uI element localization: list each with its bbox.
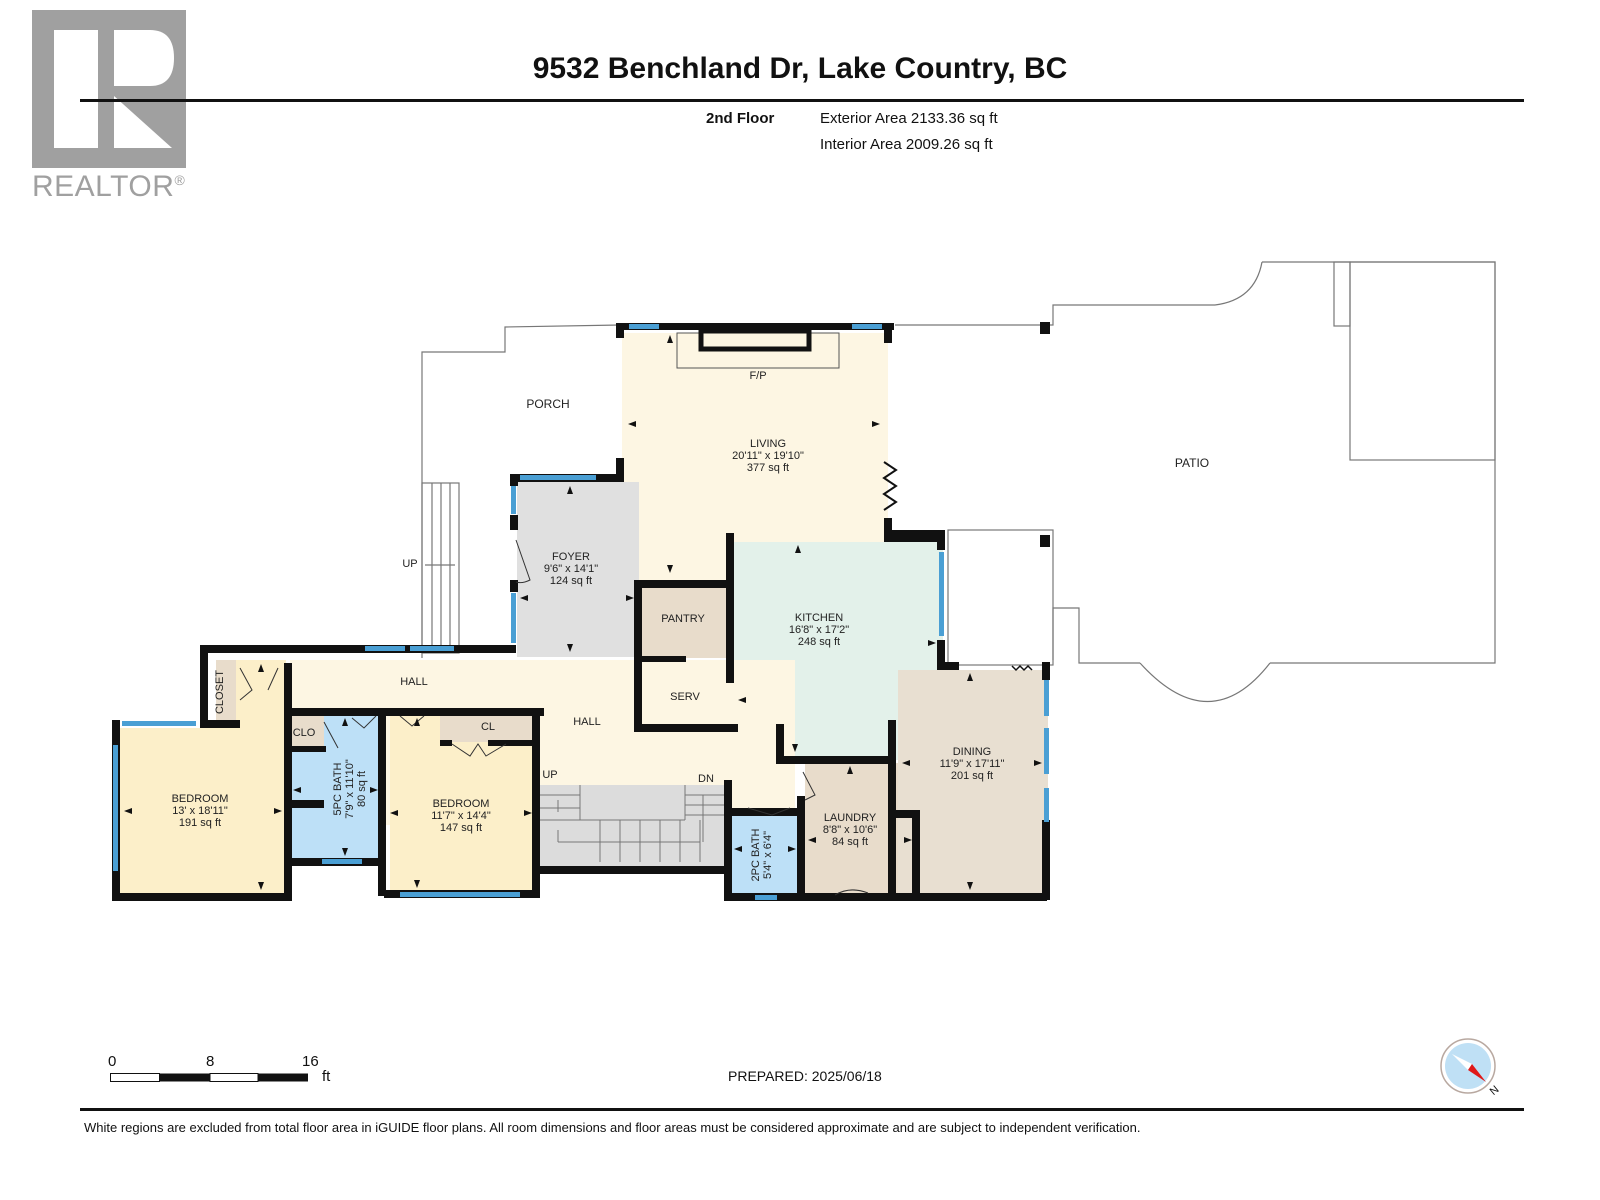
room-area: 377 sq ft [746,462,790,474]
room-area: 84 sq ft [831,836,869,848]
room-laundry: LAUNDRY 8'8" x 10'6" 84 sq ft [823,812,877,848]
stairs-up-porch: UP [402,558,418,570]
scale-unit: ft [322,1068,331,1085]
prepared-date: PREPARED: 2025/06/18 [728,1068,882,1084]
bedroom1-fill [116,728,284,896]
registered-mark: ® [174,172,186,188]
room-name: PATIO [1174,456,1210,470]
room-dims: 9'6" x 14'1" [543,563,599,575]
room-area: 248 sq ft [797,636,841,648]
header-divider [80,99,1524,102]
realtor-r-icon [32,10,186,168]
room-name: SERV [670,691,700,703]
room-fireplace: F/P [749,370,766,382]
closet-fill [216,660,236,726]
room-living: LIVING 20'11" x 19'10" 377 sq ft [732,438,804,474]
room-name: BEDROOM [171,793,229,805]
clo-fill [288,716,324,750]
door-swings [239,539,869,896]
title-text: 9532 Benchland Dr, Lake Country, BC [532,52,1068,85]
room-area: 124 sq ft [549,575,593,587]
room-closet: CLOSET [214,670,226,714]
room-dims: 11'7" x 14'4" [431,810,491,822]
room-bedroom-1: BEDROOM 13' x 18'11" 191 sq ft [172,793,229,829]
room-kitchen: KITCHEN 16'8" x 17'2" 248 sq ft [789,612,849,648]
room-bedroom-2: BEDROOM 11'7" x 14'4" 147 sq ft [431,798,491,834]
hall-stairs [540,785,725,862]
dining-fill [898,670,1048,897]
realtor-text: REALTOR [32,170,175,203]
room-name: F/P [749,370,767,382]
realtor-logo: REALTOR® [32,10,188,204]
room-name: HALL [400,676,428,688]
bedroom2-fill [390,716,538,898]
scale-bar [110,1073,308,1082]
room-name: CLOSET [214,669,226,715]
room-name: BEDROOM [432,798,490,810]
room-name: 2PC BATH [750,828,762,882]
room-area: 80 sq ft [356,770,368,808]
room-pantry: PANTRY [661,613,705,625]
room-dims: 5'4" x 6'4" [762,830,774,880]
cl-fill [440,716,536,742]
room-cl: CL [481,721,495,733]
room-dims: 7'9" x 11'10" [344,759,356,819]
room-name: KITCHEN [794,612,844,624]
exterior-area: Exterior Area 2133.36 sq ft [820,110,998,127]
room-dining: DINING 11'9" x 17'11" 201 sq ft [940,746,1005,782]
compass-north-label: N [1488,1084,1502,1096]
compass-icon: N [1440,1038,1502,1096]
room-dims: 8'8" x 10'6" [822,824,878,836]
room-name: CL [480,721,496,733]
room-name: PANTRY [661,613,705,625]
room-name: CLO [292,727,316,739]
stairs-up-hall: UP [542,769,558,781]
room-name: LIVING [749,438,787,450]
scale-label-0: 0 [108,1053,117,1070]
room-patio: PATIO [1175,457,1209,469]
room-name: FOYER [552,551,590,563]
sliding-door-living [882,461,898,511]
bath2-fill [732,815,802,897]
room-dims: 13' x 18'11" [172,805,228,817]
room-dims: 11'9" x 17'11" [939,758,1005,770]
sliding-door-dining [1011,664,1033,672]
stairs-down-hall: DN [698,773,714,785]
room-area: 191 sq ft [178,817,222,829]
room-porch: PORCH [526,398,569,410]
room-name: PORCH [526,397,570,411]
room-name: HALL [573,716,601,728]
room-hall-2: HALL [573,716,601,728]
room-hall-1: HALL [400,676,428,688]
room-dims: 20'11" x 19'10" [732,450,804,462]
windows [113,324,1049,900]
room-foyer: FOYER 9'6" x 14'1" 124 sq ft [544,551,598,587]
realtor-wordmark: REALTOR® [32,170,185,204]
disclaimer: White regions are excluded from total fl… [84,1120,1141,1135]
room-clo: CLO [293,727,316,739]
room-serv: SERV [670,691,700,703]
room-name: DINING [952,746,992,758]
interior-area: Interior Area 2009.26 sq ft [820,136,993,153]
room-area: 201 sq ft [950,770,994,782]
room-5pc-bath: 5PC BATH 7'9" x 11'10" 80 sq ft [332,759,368,819]
scale-label-16: 16 [302,1053,319,1070]
living-fill [622,333,888,583]
page-title: 9532 Benchland Dr, Lake Country, BC [0,52,1600,86]
pantry-fill [642,588,730,658]
fireplace-box [698,328,812,352]
footer-divider [80,1108,1524,1111]
room-area: 147 sq ft [439,822,483,834]
floor-label: 2nd Floor [706,110,775,127]
room-name: LAUNDRY [823,812,877,824]
dimension-arrows [124,335,1042,890]
room-fills [116,333,1048,898]
stairs-fill [540,785,730,867]
foyer-fill [517,482,639,657]
exterior-outlines [421,261,1496,703]
room-dims: 16'8" x 17'2" [788,624,850,636]
scale-label-8: 8 [206,1053,215,1070]
room-name: 5PC BATH [332,762,344,816]
room-2pc-bath: 2PC BATH 5'4" x 6'4" [750,829,774,882]
